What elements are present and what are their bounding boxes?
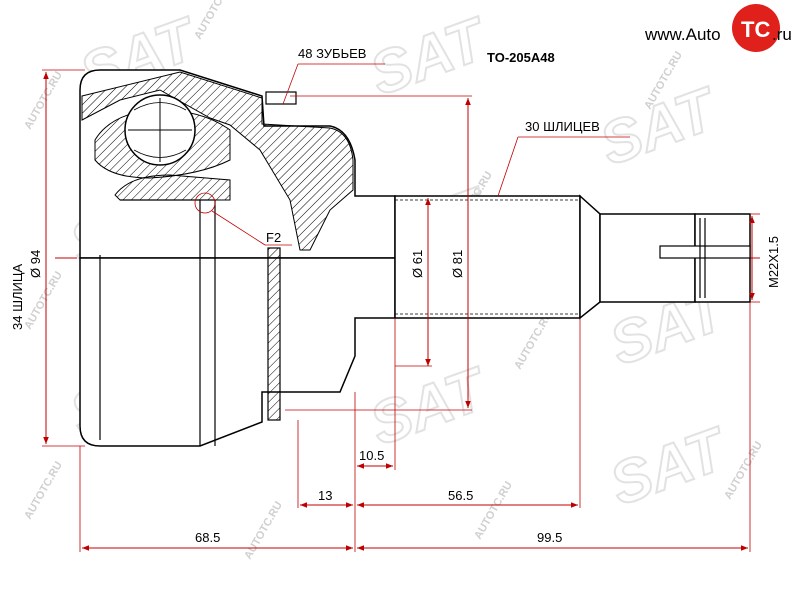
svg-text:SAT: SAT xyxy=(361,4,497,108)
feature-label: F2 xyxy=(266,230,281,245)
watermark-logo: SAT xyxy=(600,413,738,519)
dimension-lines xyxy=(42,63,760,552)
watermark-text: AUTOTC.RU xyxy=(242,500,285,562)
watermark-text: AUTOTC.RU xyxy=(192,0,235,42)
svg-text:SAT: SAT xyxy=(601,414,737,518)
teeth-label: 48 ЗУБЬЕВ xyxy=(298,46,366,61)
thread-label: M22X1.5 xyxy=(766,236,781,288)
length-10-5-label: 10.5 xyxy=(359,448,384,463)
brand-tc-letters: TC xyxy=(741,17,770,42)
length-56-5-label: 56.5 xyxy=(448,488,473,503)
length-13-label: 13 xyxy=(318,488,332,503)
length-68-5-label: 68.5 xyxy=(195,530,220,545)
brand-logo: www.Auto TC .ru xyxy=(644,4,792,52)
outer-diameter-label: Ø 94 xyxy=(28,250,43,278)
brand-suffix: .ru xyxy=(772,25,792,44)
brand-tc-circle xyxy=(732,4,780,52)
watermark-text: AUTOTC.RU xyxy=(512,310,555,372)
diameter-61-label: Ø 61 xyxy=(410,250,425,278)
watermark-text: AUTOTC.RU xyxy=(22,70,65,132)
inner-splines-label: 34 ШЛИЦА xyxy=(10,264,25,330)
brand-prefix: www.Auto xyxy=(644,25,721,44)
length-99-5-label: 99.5 xyxy=(537,530,562,545)
abs-ring xyxy=(267,247,281,421)
watermark-text: AUTOTC.RU xyxy=(472,480,515,542)
splines-label: 30 ШЛИЦЕВ xyxy=(525,119,600,134)
watermark-text: AUTOTC.RU xyxy=(22,460,65,522)
part-number: TO-205A48 xyxy=(487,50,555,65)
svg-text:SAT: SAT xyxy=(361,354,497,458)
watermark-logo: SAT xyxy=(360,3,498,109)
watermark-logo: SAT xyxy=(360,353,498,459)
diameter-81-label: Ø 81 xyxy=(450,250,465,278)
